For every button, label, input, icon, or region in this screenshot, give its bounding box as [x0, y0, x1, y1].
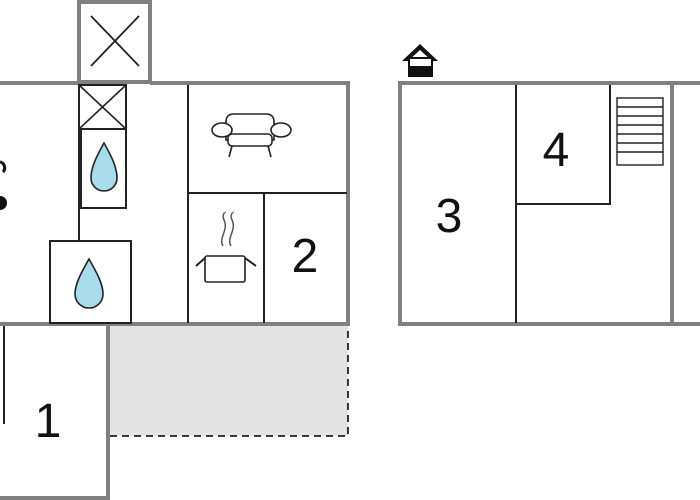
room-2-label: 2: [292, 230, 319, 283]
partial-shape: [0, 160, 7, 174]
ground-floor-plan: 1 2: [0, 0, 350, 500]
room-1-label: 1: [35, 395, 62, 448]
door-knob-marker: [0, 196, 7, 210]
staircase-icon: [616, 97, 664, 166]
chimney-icon: [90, 15, 140, 67]
chimney-box: [77, 0, 152, 84]
house-icon: [402, 44, 438, 77]
room-3-label: 3: [436, 190, 463, 243]
terrace-outline: [110, 300, 349, 437]
room-4-label: 4: [543, 124, 570, 177]
sofa-icon: [211, 113, 292, 158]
terrace-area: [110, 324, 348, 436]
water-drop-icon: [74, 257, 104, 309]
sink-box: [49, 240, 132, 324]
shower-box: [80, 128, 127, 209]
inner-wall-room-4: [516, 85, 611, 205]
upper-floor-plan: 3 4: [398, 44, 700, 326]
water-drop-icon: [90, 141, 118, 192]
outer-wall-right: [110, 81, 350, 326]
cooking-pot-icon: [195, 211, 257, 283]
outer-wall-upper: [398, 81, 674, 326]
